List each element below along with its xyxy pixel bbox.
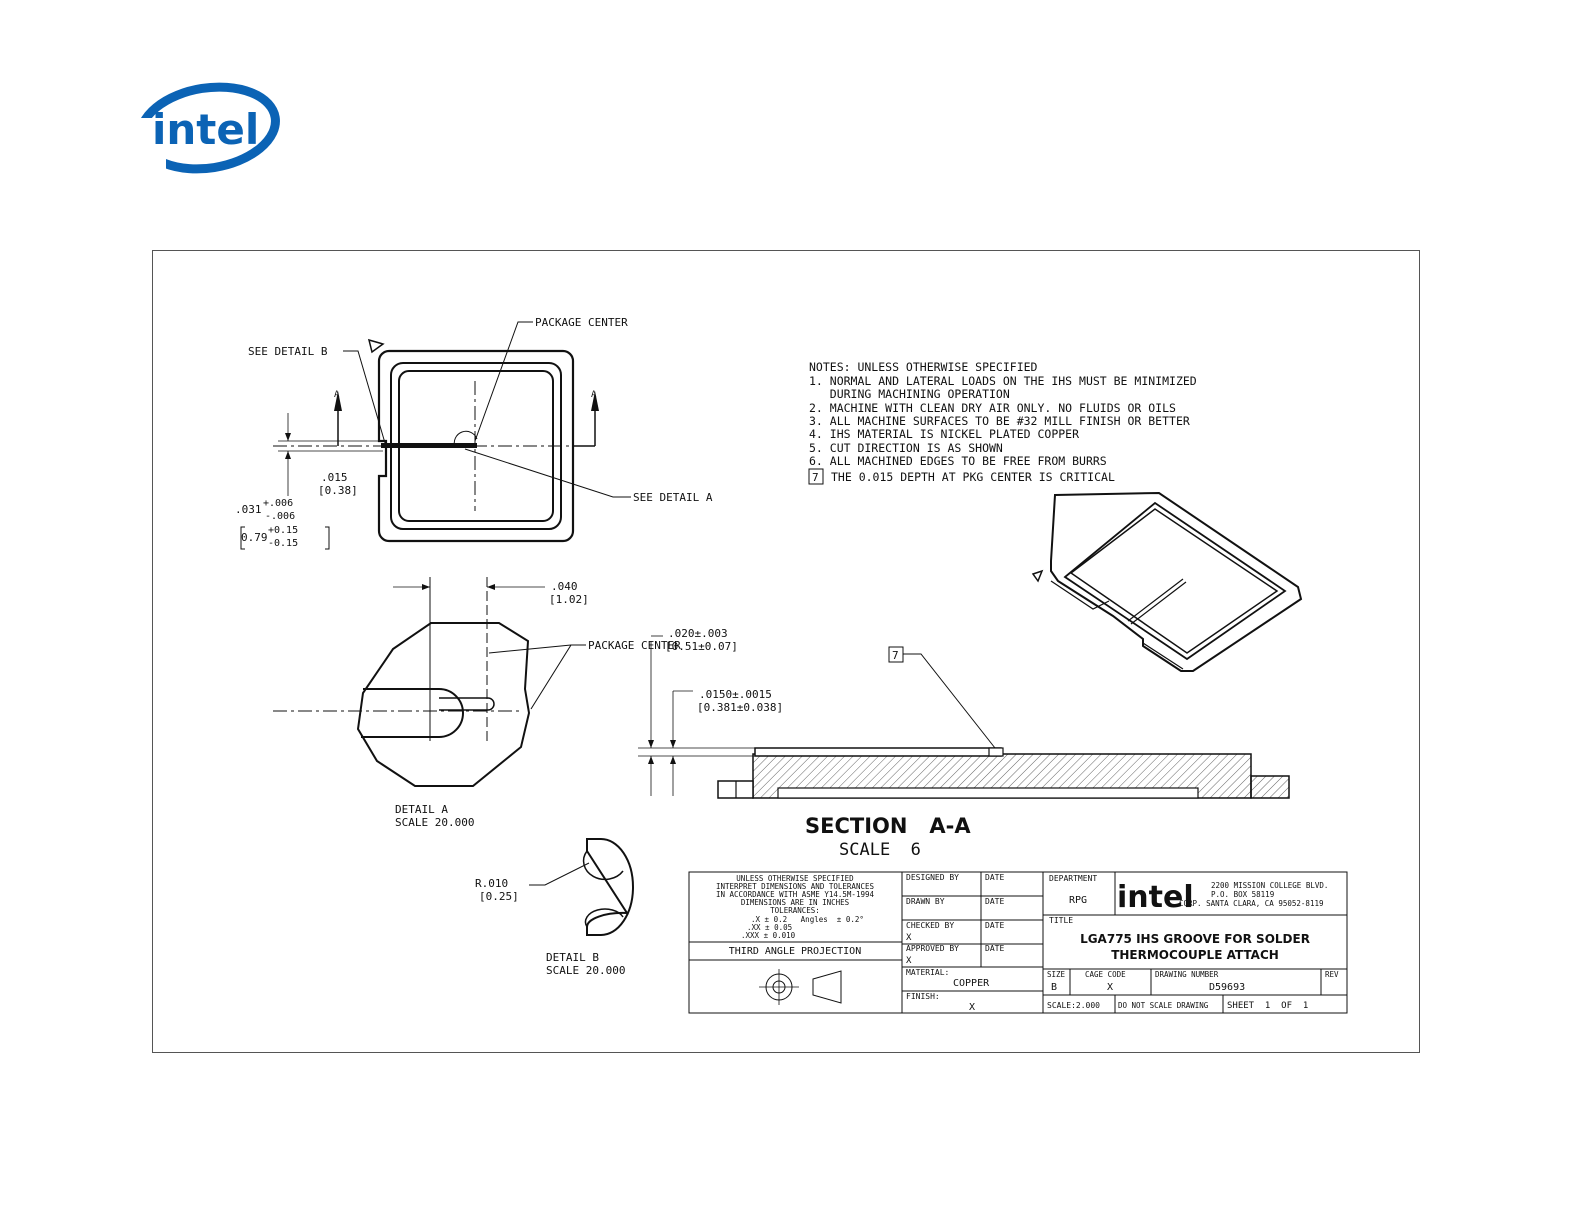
tb-department: RPG <box>1069 895 1087 906</box>
dim-031-tol-minus: -.006 <box>265 511 295 522</box>
tb-address-1: 2200 MISSION COLLEGE BLVD. <box>1211 881 1328 890</box>
tb-checked-by: CHECKED BY <box>906 921 954 930</box>
tb-date: DATE <box>985 897 1004 906</box>
tb-date: DATE <box>985 873 1004 882</box>
dim-020: .020±.003 <box>668 627 728 640</box>
dim-015-mm: [0.38] <box>318 484 358 497</box>
intel-logo: intel <box>136 82 280 178</box>
top-view: A A SEE DETAIL B PACKAGE CENTER SEE DETA… <box>235 316 713 550</box>
tb-designed-by: DESIGNED BY <box>906 873 959 882</box>
tb-date: DATE <box>985 944 1004 953</box>
tb-general-line: IN ACCORDANCE WITH ASME Y14.5M-1994 <box>716 890 875 899</box>
tb-drawn-by: DRAWN BY <box>906 897 945 906</box>
dim-079-tol-minus: -0.15 <box>268 538 298 549</box>
tb-department-label: DEPARTMENT <box>1049 874 1097 883</box>
tb-tol-xxx: .XXX ± 0.010 <box>741 931 796 940</box>
detail-a-label: DETAIL A <box>395 803 448 816</box>
detail-b-scale: SCALE 20.000 <box>546 964 625 977</box>
note-line: 4. IHS MATERIAL IS NICKEL PLATED COPPER <box>809 427 1079 441</box>
note-line: DURING MACHINING OPERATION <box>809 387 1010 401</box>
tb-finish-label: FINISH: <box>906 992 940 1001</box>
note-line: 3. ALL MACHINE SURFACES TO BE #32 MILL F… <box>809 414 1190 428</box>
dim-0150-mm: [0.381±0.038] <box>697 701 783 714</box>
detail-b-radius: R.010 <box>475 877 508 890</box>
tb-date: DATE <box>985 921 1004 930</box>
package-center-label: PACKAGE CENTER <box>535 316 628 329</box>
note-7-text: THE 0.015 DEPTH AT PKG CENTER IS CRITICA… <box>831 470 1115 484</box>
section-view: .020±.003 [0.51±0.07] .0150±.0015 [0.381… <box>638 627 1290 860</box>
tb-material: COPPER <box>953 978 990 989</box>
tb-title-line-1: LGA775 IHS GROOVE FOR SOLDER <box>1080 932 1310 946</box>
note-line: 5. CUT DIRECTION IS AS SHOWN <box>809 441 1003 455</box>
detail-b-label: DETAIL B <box>546 951 599 964</box>
tb-cage-label: CAGE CODE <box>1085 970 1126 979</box>
tb-dont-scale: DO NOT SCALE DRAWING <box>1118 1001 1209 1010</box>
tb-sheet: SHEET 1 OF 1 <box>1227 1001 1308 1011</box>
see-detail-a-label: SEE DETAIL A <box>633 491 713 504</box>
tb-address-2: P.O. BOX 58119 <box>1211 890 1274 899</box>
note-line: 6. ALL MACHINED EDGES TO BE FREE FROM BU… <box>809 454 1107 468</box>
dim-040-mm: [1.02] <box>549 593 589 606</box>
section-note-flag: 7 <box>892 649 899 662</box>
notes-header: NOTES: UNLESS OTHERWISE SPECIFIED <box>809 360 1038 374</box>
dim-079-tol-plus: +0.15 <box>268 525 298 536</box>
tb-tol-x: .X ± 0.2 Angles ± 0.2° <box>751 915 864 924</box>
section-marker-right: A <box>591 390 597 400</box>
engineering-drawing: A A SEE DETAIL B PACKAGE CENTER SEE DETA… <box>235 316 1348 1014</box>
tb-address-3: CORP. SANTA CLARA, CA 95052-8119 <box>1179 899 1324 908</box>
tb-title-line-2: THERMOCOUPLE ATTACH <box>1111 948 1279 962</box>
tb-tol-xx: .XX ± 0.05 <box>747 923 792 932</box>
isometric-view <box>1031 491 1303 672</box>
detail-a-view: .040 [1.02] PACKAGE CENTER DETAIL A SCAL… <box>273 577 681 829</box>
dim-015: .015 <box>321 471 348 484</box>
tb-company-logo: intel <box>1117 880 1194 915</box>
tb-title-label: TITLE <box>1049 916 1073 925</box>
tb-general-line: UNLESS OTHERWISE SPECIFIED <box>736 874 854 883</box>
dim-031-tol-plus: +.006 <box>263 498 293 509</box>
tb-projection: THIRD ANGLE PROJECTION <box>729 946 861 957</box>
section-title: SECTION A-A <box>805 814 971 838</box>
tb-general-line: TOLERANCES: <box>770 906 820 915</box>
notes-block: NOTES: UNLESS OTHERWISE SPECIFIED 1. NOR… <box>808 360 1197 485</box>
tb-cage: X <box>1107 982 1113 993</box>
note-7-flag: 7 <box>812 471 819 484</box>
dim-020-mm: [0.51±0.07] <box>665 640 738 653</box>
detail-b-view: R.010 [0.25] DETAIL B SCALE 20.000 <box>475 838 634 977</box>
tb-finish: X <box>969 1002 975 1013</box>
tb-dwg-label: DRAWING NUMBER <box>1155 970 1219 979</box>
dim-040: .040 <box>551 580 578 593</box>
note-line: 1. NORMAL AND LATERAL LOADS ON THE IHS M… <box>809 374 1197 388</box>
tb-approved-by: APPROVED BY <box>906 944 959 953</box>
tb-general-line: INTERPRET DIMENSIONS AND TOLERANCES <box>716 882 875 891</box>
tb-material-label: MATERIAL: <box>906 968 949 977</box>
tb-scale: SCALE:2.000 <box>1047 1001 1100 1010</box>
tb-size-label: SIZE <box>1047 970 1066 979</box>
svg-text:intel: intel <box>152 105 259 154</box>
tb-general-line: DIMENSIONS ARE IN INCHES <box>741 898 850 907</box>
dim-079: 0.79 <box>241 531 268 544</box>
drawing-sheet: A A SEE DETAIL B PACKAGE CENTER SEE DETA… <box>152 250 1420 1053</box>
detail-a-scale: SCALE 20.000 <box>395 816 474 829</box>
tb-checked-value: X <box>906 933 912 943</box>
tb-approved-value: X <box>906 956 912 966</box>
dim-0150: .0150±.0015 <box>699 688 772 701</box>
section-scale: SCALE 6 <box>839 840 921 860</box>
see-detail-b-label: SEE DETAIL B <box>248 345 328 358</box>
detail-a-package-center: PACKAGE CENTER <box>588 639 681 652</box>
section-marker-left: A <box>334 390 340 400</box>
tb-rev-label: REV <box>1325 970 1339 979</box>
dim-031: .031 <box>235 503 262 516</box>
tb-size: B <box>1051 982 1057 993</box>
title-block: UNLESS OTHERWISE SPECIFIED INTERPRET DIM… <box>688 871 1348 1014</box>
detail-b-radius-mm: [0.25] <box>479 890 519 903</box>
note-line: 2. MACHINE WITH CLEAN DRY AIR ONLY. NO F… <box>809 401 1176 415</box>
tb-dwg: D59693 <box>1209 982 1245 993</box>
